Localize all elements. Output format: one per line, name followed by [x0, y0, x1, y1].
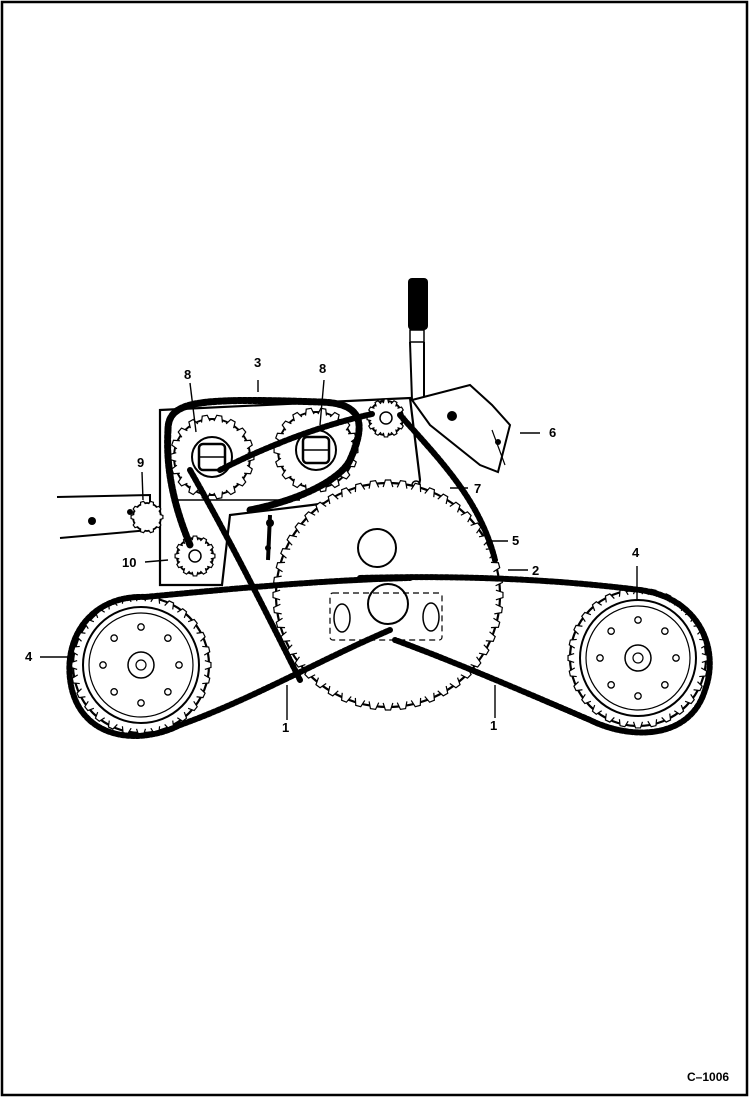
chain-right — [357, 574, 713, 736]
callout-4-left: 4 — [25, 649, 33, 664]
axle-shaft — [56, 493, 151, 539]
right-wheel-sprocket — [567, 587, 709, 729]
steering-lever — [408, 278, 512, 474]
figure-code: C–1006 — [687, 1070, 730, 1084]
leader-lines — [40, 379, 638, 720]
callout-9: 9 — [137, 455, 145, 470]
callout-1-left: 1 — [282, 720, 290, 735]
callout-8-left: 8 — [184, 367, 192, 382]
callout-7: 7 — [474, 481, 482, 496]
center-sprocket — [272, 479, 504, 711]
callout-4-right: 4 — [632, 545, 640, 560]
callout-3: 3 — [254, 355, 262, 370]
idler-sprocket-lower — [174, 535, 216, 577]
callout-10: 10 — [122, 555, 137, 570]
axle-sprocket — [130, 500, 164, 534]
motor-sprocket-right — [273, 407, 359, 493]
left-wheel-sprocket — [70, 594, 212, 736]
callout-5: 5 — [512, 533, 520, 548]
callout-2: 2 — [532, 563, 540, 578]
chain-idler — [187, 411, 498, 683]
drive-chains — [66, 396, 713, 739]
callout-1-right: 1 — [490, 718, 498, 733]
callout-6: 6 — [549, 425, 557, 440]
chain-upper — [164, 396, 363, 549]
callout-8-right: 8 — [319, 361, 327, 376]
